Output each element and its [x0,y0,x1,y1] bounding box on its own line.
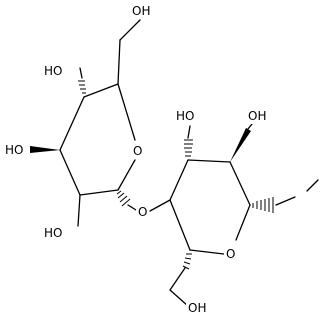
right-ring-bonds [169,159,251,255]
label-left-ring-oxygen: O [133,144,142,158]
label-right-ring-oxygen: O [226,247,235,261]
hashed-bond-bridge [116,190,131,207]
atom-labels: OH HO HO O HO O HO OH O OH [3,2,268,316]
label-left-ring-oh-upper: HO [44,64,62,78]
hashed-bond-c3-oh [184,139,193,157]
label-right-ring-oh-right: OH [248,109,266,123]
hashed-bond-c5-chain [182,253,192,270]
label-left-ring-oh-lower: HO [44,226,62,240]
left-ring-bonds [59,83,136,196]
hashed-bond-upper-oh [78,80,86,94]
label-top-oh: OH [132,4,150,18]
wedge-bond-c2-oh [230,128,251,162]
hashed-bond-methoxy [252,197,274,213]
label-bottom-oh: OH [188,301,206,315]
wedge-bond-middle-oh [30,146,60,153]
label-right-ring-oh-left: HO [176,109,194,123]
left-ring-substituents [30,19,171,227]
label-left-ring-oh-middle: HO [5,143,23,157]
label-bridge-oxygen: O [138,205,147,219]
right-ring-substituents [169,123,319,307]
